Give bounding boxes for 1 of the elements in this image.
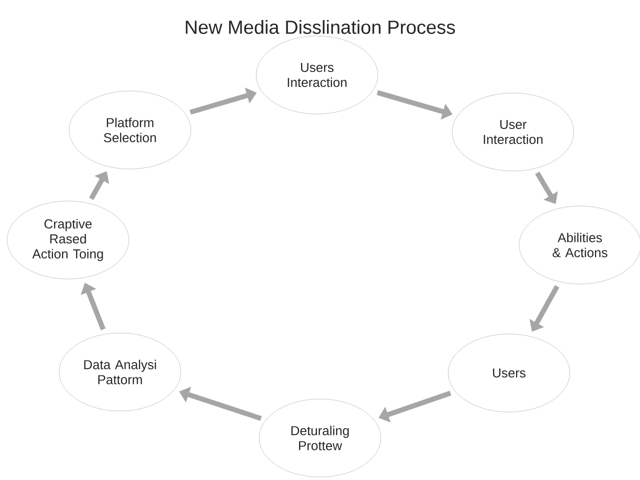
title: New Media Disslination Process [186,20,455,34]
